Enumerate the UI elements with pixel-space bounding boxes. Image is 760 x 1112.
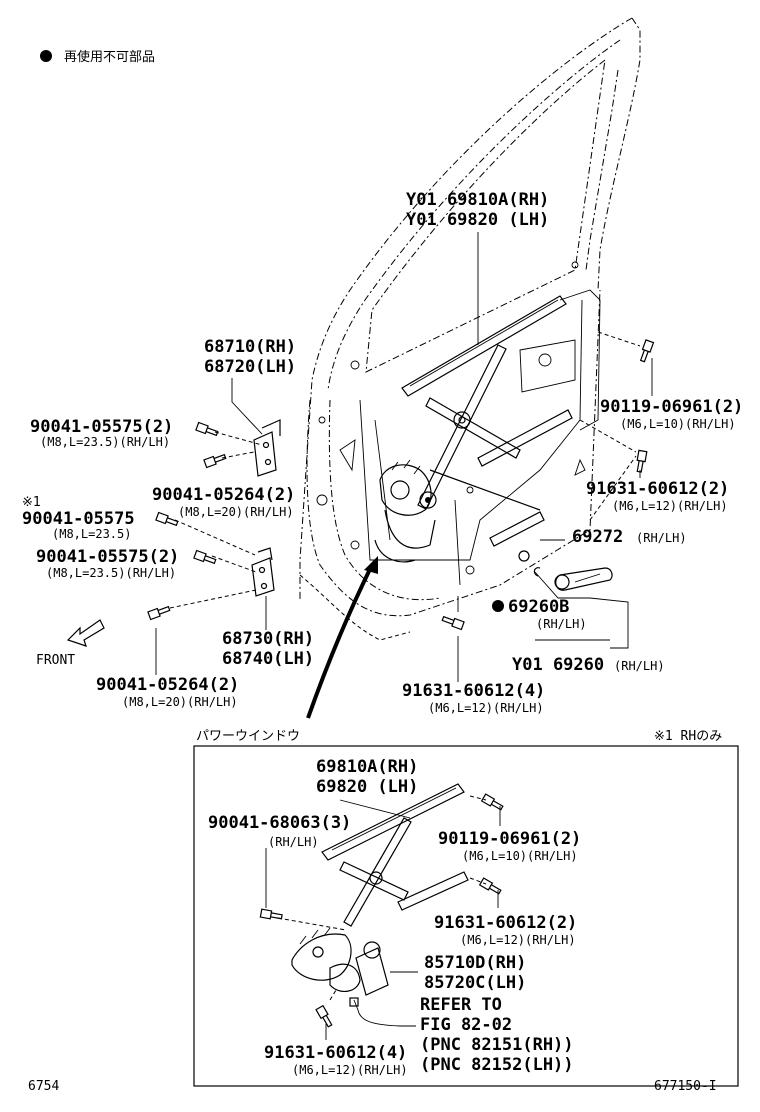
- inset-label-bolt-f: 90119-06961(2): [438, 829, 581, 849]
- label-hinge-lower-lh: 68740(LH): [222, 649, 314, 669]
- label-note-mark: ※1: [22, 495, 41, 510]
- label-bolt-a: 90041-05575(2): [30, 417, 173, 437]
- inset-label-motor-rh: 85710D(RH): [424, 953, 526, 973]
- inset-note: ※1 RHのみ: [654, 729, 722, 744]
- window-regulator: [374, 295, 573, 563]
- label-hinge-lower-rh: 68730(RH): [222, 629, 314, 649]
- inset-label-regulator-rh: 69810A(RH): [316, 757, 418, 777]
- label-bolt-d: 90041-05575(2): [36, 547, 179, 567]
- door-frame-outline: [299, 17, 641, 641]
- window-crank-handle: [518, 550, 613, 591]
- inset-title: パワーウインドウ: [196, 729, 300, 744]
- inset-regulator: [291, 783, 469, 1027]
- inset-label-regulator-lh: 69820 (LH): [316, 777, 418, 797]
- label-bolt-a-spec: (M8,L=23.5)(RH/LH): [40, 435, 170, 449]
- inset-label-refer-4: (PNC 82152(LH)): [420, 1055, 574, 1075]
- inset-label-refer-3: (PNC 82151(RH)): [420, 1035, 574, 1055]
- inset-label-bolt-h: 91631-60612(4): [264, 1043, 407, 1063]
- label-snap-ring-spec: (RH/LH): [636, 531, 687, 545]
- label-bolt-b: 90041-05264(2): [152, 485, 295, 505]
- non-reusable-marker-icon: [492, 600, 504, 612]
- label-snap-ring: 69272: [572, 527, 623, 547]
- label-bolt-e-spec: (M8,L=20)(RH/LH): [122, 695, 238, 709]
- inset-label-bolt-h-spec: (M6,L=12)(RH/LH): [292, 1063, 408, 1077]
- label-bolt-e: 90041-05264(2): [96, 675, 239, 695]
- bolt-icons: [147, 339, 655, 631]
- snap-ring-icon: [533, 567, 541, 577]
- label-handle-part: 69260B: [508, 597, 569, 617]
- inset-leader-lines: [265, 795, 501, 1040]
- label-handle-assy: Y01 69260: [512, 655, 604, 675]
- label-bolt-h: 91631-60612(4): [402, 681, 545, 701]
- inset-label-rivet: 90041-68063(3): [208, 813, 351, 833]
- bushing-icon: [518, 550, 530, 562]
- upper-hinge: [253, 419, 281, 477]
- label-regulator-rh: Y01 69810A(RH): [406, 190, 549, 210]
- inset-frame: [193, 745, 739, 1087]
- label-bolt-h-spec: (M6,L=12)(RH/LH): [428, 701, 544, 715]
- label-bolt-b-spec: (M8,L=20)(RH/LH): [178, 505, 294, 519]
- label-bolt-f: 90119-06961(2): [600, 397, 743, 417]
- label-bolt-f-spec: (M6,L=10)(RH/LH): [620, 417, 736, 431]
- leader-lines: [155, 232, 653, 682]
- footer-right-code: 677150-I: [654, 1079, 717, 1094]
- label-bolt-c-spec: (M8,L=23.5): [52, 527, 131, 541]
- inset-label-bolt-g-spec: (M6,L=12)(RH/LH): [460, 933, 576, 947]
- label-handle-part-spec: (RH/LH): [536, 617, 587, 631]
- legend-text: 再使用不可部品: [64, 49, 155, 65]
- detail-arrow-head-icon: [364, 556, 378, 574]
- inset-bolt-icons: [259, 793, 504, 1028]
- inset-label-bolt-g: 91631-60612(2): [434, 913, 577, 933]
- inset-label-refer-1: REFER TO: [420, 995, 502, 1015]
- label-front: FRONT: [36, 653, 75, 668]
- detail-arrow: [306, 564, 374, 719]
- label-bolt-g-spec: (M6,L=12)(RH/LH): [612, 499, 728, 513]
- label-bolt-g: 91631-60612(2): [586, 479, 729, 499]
- label-regulator-lh: Y01 69820 (LH): [406, 210, 549, 230]
- inset-label-motor-lh: 85720C(LH): [424, 973, 526, 993]
- label-bolt-d-spec: (M8,L=23.5)(RH/LH): [46, 566, 176, 580]
- footer-left-code: 6754: [28, 1079, 59, 1094]
- inset-label-bolt-f-spec: (M6,L=10)(RH/LH): [462, 849, 578, 863]
- lower-hinge: [251, 547, 275, 597]
- non-reusable-marker-icon: [40, 50, 52, 62]
- label-hinge-upper-rh: 68710(RH): [204, 337, 296, 357]
- label-bolt-c: 90041-05575: [22, 509, 135, 529]
- label-hinge-upper-lh: 68720(LH): [204, 357, 296, 377]
- label-handle-assy-spec: (RH/LH): [614, 659, 665, 673]
- inset-label-rivet-spec: (RH/LH): [268, 835, 319, 849]
- inset-label-refer-2: FIG 82-02: [420, 1015, 512, 1035]
- front-direction-arrow-icon: [66, 619, 105, 647]
